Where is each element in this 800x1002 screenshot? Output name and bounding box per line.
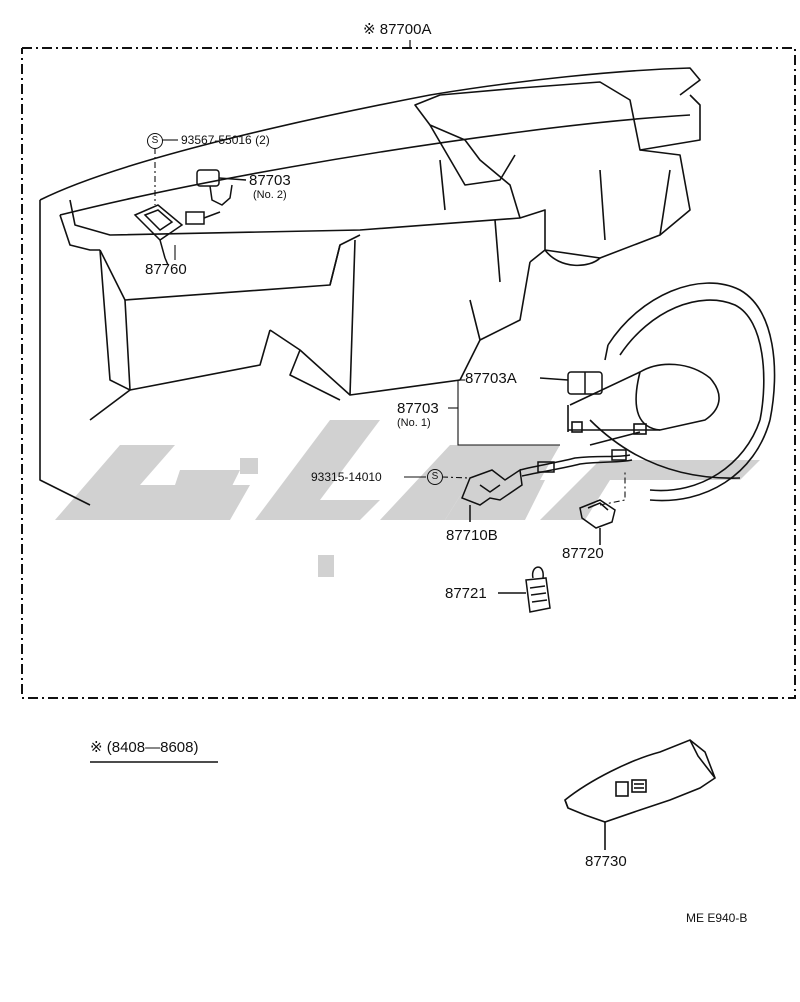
watermark-logo — [55, 420, 760, 577]
module-87760-illustration — [133, 204, 184, 266]
figure-code: ME E940-B — [686, 911, 748, 925]
part-sublabel-no1: (No. 1) — [397, 417, 431, 429]
part-label-87703-no2: 87703 — [249, 172, 291, 189]
assembly-label: ※ 87700A — [363, 21, 432, 38]
leader-lines-upper — [154, 139, 178, 260]
switch-87710B-illustration — [461, 468, 523, 522]
assembly-frame — [21, 47, 796, 699]
combination-meter-87730-illustration — [564, 739, 716, 850]
dashboard-illustration — [39, 67, 701, 506]
steering-wheel-illustration — [567, 282, 776, 502]
period-note: ※ (8408—8608) — [90, 739, 199, 756]
part-label-93567-55016: 93567-55016 (2) — [181, 133, 270, 147]
s-symbol-upper: S — [147, 133, 163, 149]
connector-87703-no2-illustration — [185, 169, 247, 225]
part-label-87703-no1: 87703 — [397, 400, 439, 417]
part-label-87730: 87730 — [585, 853, 627, 870]
part-label-87760: 87760 — [145, 261, 187, 278]
part-label-87703A: 87703A — [465, 370, 517, 387]
part-label-93315-14010: 93315-14010 — [311, 470, 382, 484]
part-label-87721: 87721 — [445, 585, 487, 602]
harness-87703-no1-illustration — [519, 449, 633, 477]
part-sublabel-no2: (No. 2) — [253, 189, 287, 201]
leader-lines-lower — [404, 379, 626, 506]
relay-87720-illustration — [579, 499, 616, 545]
connector-87703A-illustration — [539, 371, 603, 395]
part-label-87720: 87720 — [562, 545, 604, 562]
tag-87721-illustration — [498, 566, 551, 613]
part-label-87710B: 87710B — [446, 527, 498, 544]
s-symbol-lower: S — [427, 469, 443, 485]
